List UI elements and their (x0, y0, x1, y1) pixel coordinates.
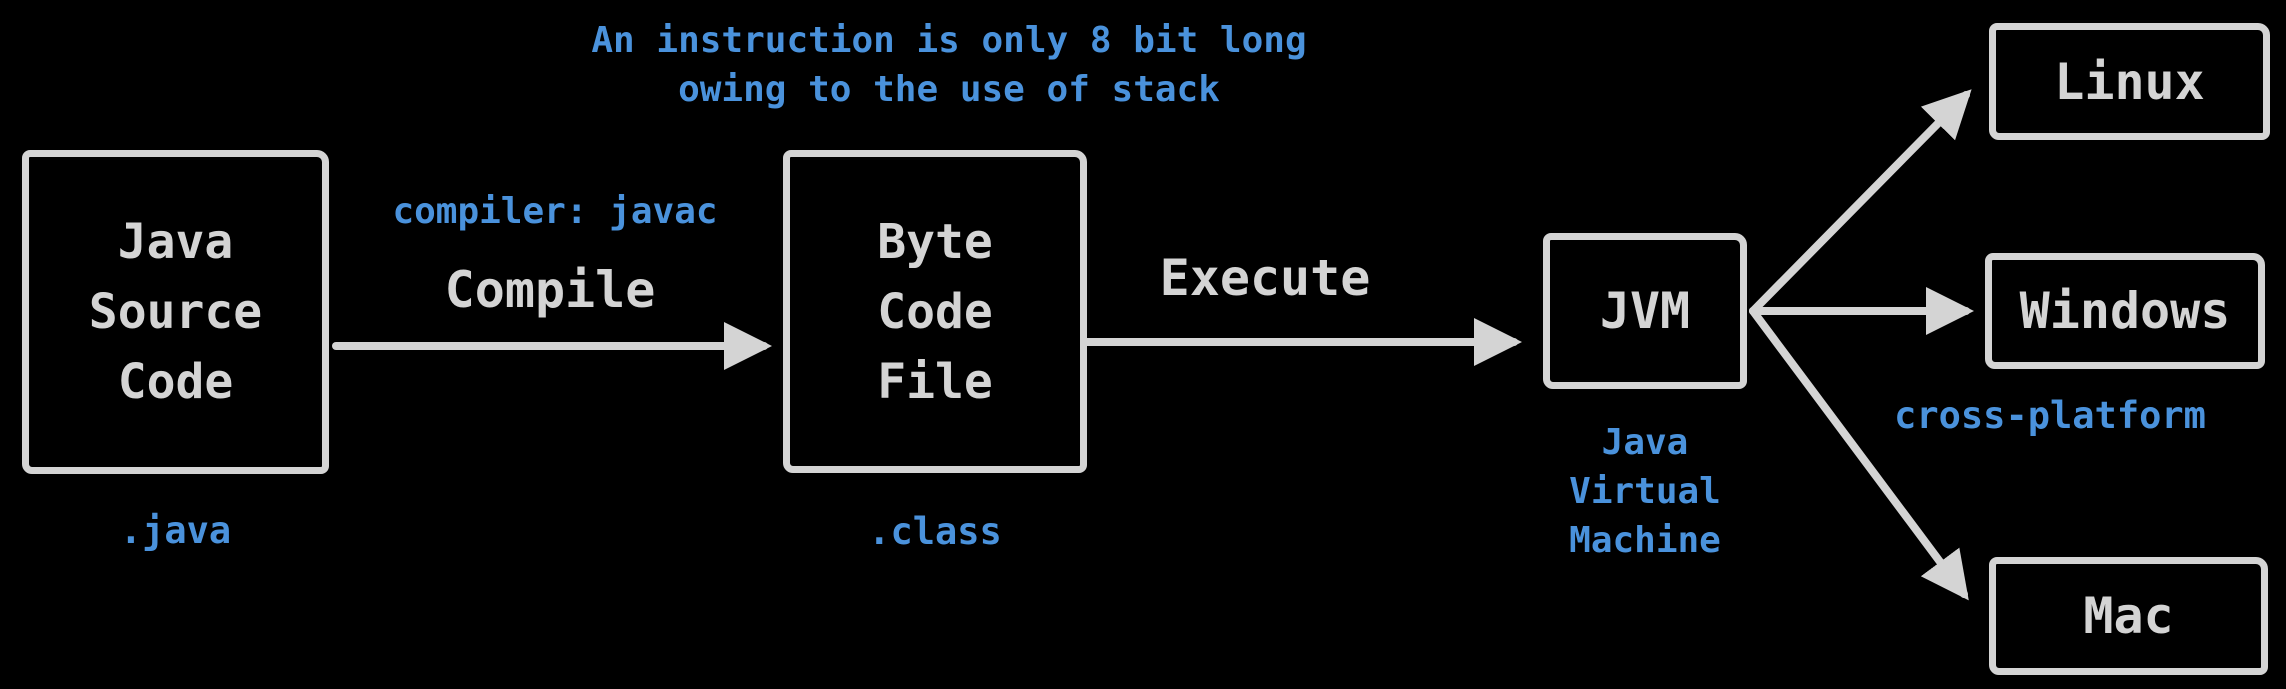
java-extension-label: .java (119, 509, 232, 552)
execute-label: Execute (1159, 249, 1371, 307)
mac-node: Mac (1989, 557, 2268, 675)
jvm-label: JVM (1599, 282, 1691, 340)
windows-node: Windows (1985, 253, 2265, 369)
instruction-note-line2: owing to the use of stack (678, 69, 1220, 110)
source-label-line1: Java (117, 214, 234, 270)
jvm-node: JVM (1543, 233, 1747, 389)
jvm-sublabel: Java Virtual Machine (1493, 418, 1797, 565)
source-label-line2: Source (88, 284, 263, 340)
bytecode-label-line3: File (877, 353, 993, 410)
java-source-code-node: Java Source Code (22, 150, 329, 474)
linux-node: Linux (1989, 23, 2270, 140)
jvm-to-mac-arrow (1749, 307, 1969, 601)
jvm-to-linux-arrow (1749, 89, 1972, 315)
linux-label: Linux (2054, 52, 2205, 111)
instruction-note-line1: An instruction is only 8 bit long (591, 20, 1307, 61)
bytecode-label-line1: Byte (877, 213, 993, 270)
jvm-sublabel-line3: Machine (1569, 520, 1721, 561)
class-extension-label: .class (868, 510, 1002, 553)
source-label-line3: Code (117, 354, 234, 410)
bytecode-label-line2: Code (877, 283, 993, 340)
jvm-sublabel-line1: Java (1601, 422, 1689, 463)
windows-label: Windows (2019, 282, 2231, 340)
jvm-sublabel-line2: Virtual (1569, 471, 1721, 512)
byte-code-file-node: Byte Code File (783, 150, 1087, 473)
compiler-note: compiler: javac (392, 191, 718, 232)
cross-platform-note: cross-platform (1894, 394, 2206, 437)
instruction-note: An instruction is only 8 bit long owing … (549, 16, 1349, 114)
mac-label: Mac (2083, 587, 2174, 645)
compile-label: Compile (444, 261, 656, 319)
